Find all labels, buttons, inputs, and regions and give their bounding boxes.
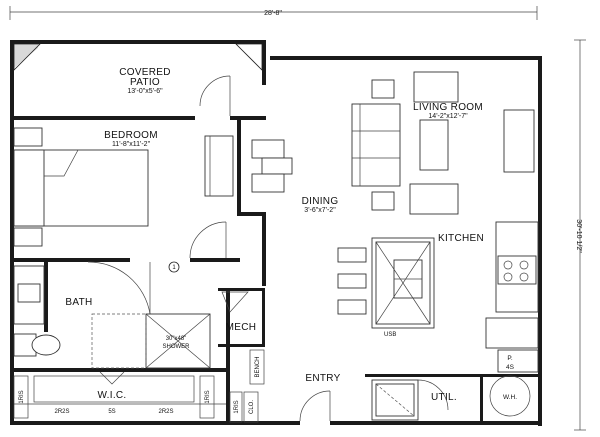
- patio-name-line2: PATIO: [130, 77, 160, 88]
- wic-fixtures: [13, 371, 226, 419]
- bath-name: BATH: [65, 297, 92, 308]
- bedroom-name: BEDROOM: [104, 130, 158, 141]
- bedroom-size: 11'-8"x11'-2": [112, 141, 151, 148]
- exterior-walls: [10, 40, 542, 426]
- wic-name: W.I.C.: [97, 390, 126, 401]
- kitchen-fixtures: [337, 221, 539, 373]
- wic-shelf-2r2s-b: 2R2S: [158, 409, 173, 415]
- patio-name-line1: COVERED: [119, 67, 171, 78]
- wic-shelf-left: 1RIS: [19, 390, 25, 403]
- covered-patio: [13, 43, 263, 116]
- dining-size: 3'-6"x7'-2": [304, 207, 336, 214]
- entry-name: ENTRY: [305, 373, 340, 384]
- wic-shelf-2r2s-a: 2R2S: [54, 409, 69, 415]
- entry-shelf-label: 1RIS: [234, 400, 240, 413]
- shower-size: 30"x48": [166, 336, 187, 342]
- shower-name: SHOWER: [163, 344, 191, 350]
- entry-fixtures: [229, 349, 331, 423]
- living-room-name: LIVING ROOM: [413, 102, 483, 113]
- kitchen-name: KITCHEN: [438, 233, 484, 244]
- overall-width-label: 28'-8": [264, 10, 282, 17]
- bedroom-door-swing: [189, 221, 227, 259]
- dimension-lines: [9, 6, 586, 431]
- bench-label: BENCH: [255, 356, 261, 377]
- bath-fixtures: [13, 261, 249, 369]
- usb-label: USB: [384, 332, 396, 338]
- pantry-shelf-label: 4S: [506, 364, 515, 371]
- living-room-size: 14'-2"x12'-7": [428, 113, 468, 120]
- bedroom-furniture: [13, 127, 234, 247]
- patio-size: 13'-0"x5'-6": [127, 88, 163, 95]
- closet-label: CLO.: [249, 400, 255, 414]
- mech-name: MECH: [226, 322, 257, 333]
- pantry-label: P.: [507, 355, 512, 362]
- water-heater-label: W.H.: [503, 394, 517, 401]
- wic-shelf-5s: 5S: [108, 409, 115, 415]
- living-furniture: [351, 71, 535, 215]
- wic-shelf-right: 1RIS: [205, 390, 211, 403]
- marker-1-circle: [168, 261, 180, 273]
- utility-fixtures: [371, 375, 531, 421]
- dining-name: DINING: [302, 196, 339, 207]
- util-name: UTIL.: [431, 392, 457, 403]
- overall-depth-label: 30'-10 1/2": [575, 219, 582, 253]
- marker-1-label: 1: [172, 265, 176, 271]
- dining-furniture: [251, 139, 293, 193]
